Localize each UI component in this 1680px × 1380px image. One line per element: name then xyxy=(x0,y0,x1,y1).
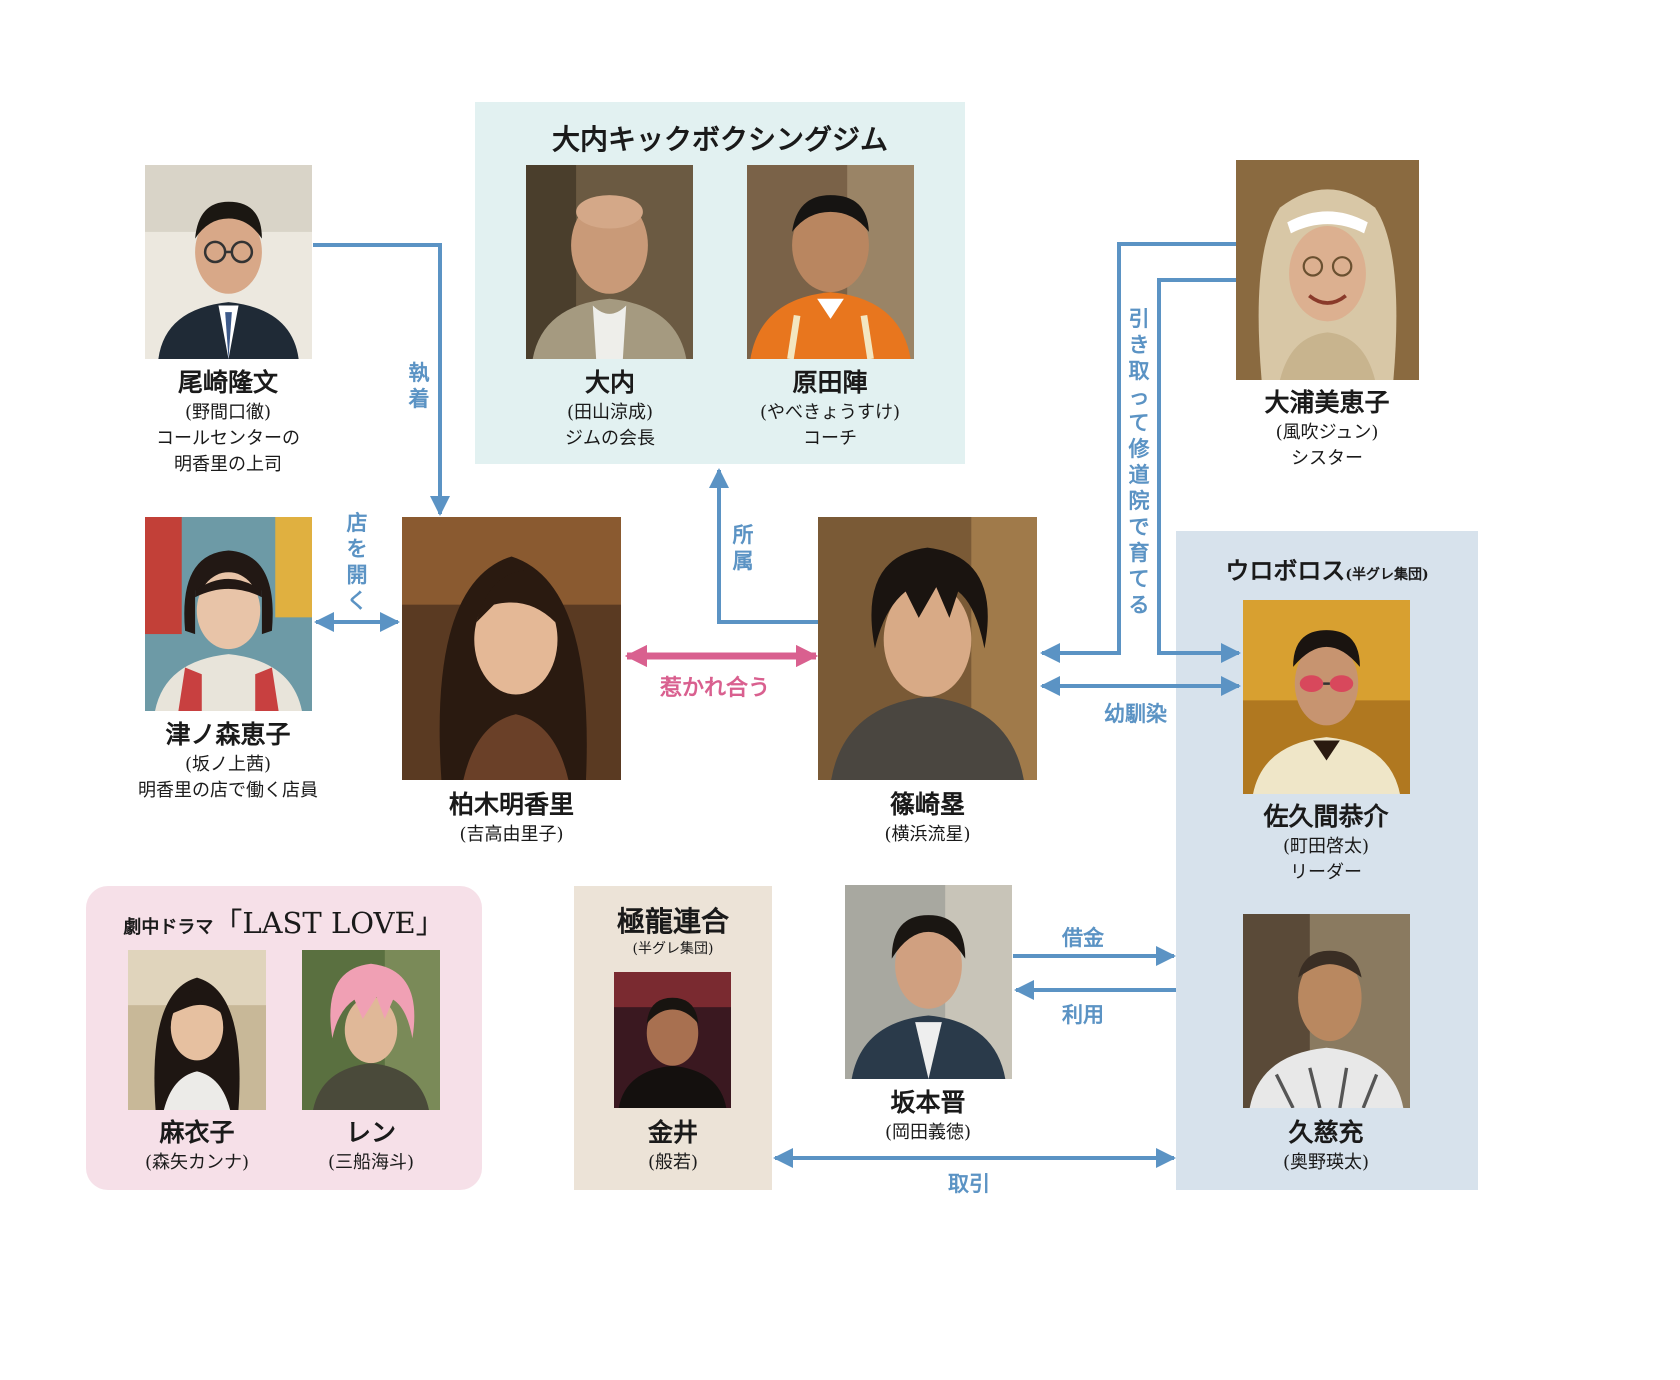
group-drama-name: 「LAST LOVE」 xyxy=(213,906,445,940)
name-maiko: 麻衣子 xyxy=(159,1118,235,1147)
name-kuji: 久慈充 xyxy=(1288,1118,1364,1147)
caption-maiko: 麻衣子 (森矢カンナ) xyxy=(108,1116,286,1176)
caption-oura: 大浦美恵子 (風吹ジュン) シスター xyxy=(1217,386,1437,472)
actor-ozaki: (野間口徹) xyxy=(184,402,272,423)
name-tsunomori: 津ノ森恵子 xyxy=(165,720,291,749)
caption-shinozaki: 篠崎塁 (横浜流星) xyxy=(818,788,1037,848)
photo-shinozaki xyxy=(818,517,1037,780)
person-pinkhair-icon xyxy=(302,950,440,1110)
label-hikareau: 惹かれ合う xyxy=(660,676,771,701)
role-ozaki-line2: 明香里の上司 xyxy=(174,454,282,475)
photo-tsunomori xyxy=(145,517,312,711)
group-drama-prefix: 劇中ドラマ xyxy=(123,917,214,938)
actor-kuji: (奥野瑛太) xyxy=(1282,1152,1370,1173)
name-kanai: 金井 xyxy=(647,1118,698,1147)
group-gokuryu-tag: (半グレ集団) xyxy=(632,941,714,957)
label-shakkin: 借金 xyxy=(1062,926,1104,950)
person-longhair-icon xyxy=(402,517,621,780)
arrow-hikitotte-shinozaki xyxy=(1040,242,1236,663)
label-osananajimi: 幼馴染 xyxy=(1104,702,1167,726)
actor-sakamoto: (岡田義徳) xyxy=(884,1122,972,1143)
label-hikitotte: 引き取って修道院で育てる xyxy=(1128,307,1150,617)
group-gym-title: 大内キックボクシングジム xyxy=(551,123,888,156)
group-drama-title: 劇中ドラマ「LAST LOVE」 xyxy=(86,900,482,942)
person-shaggy-icon xyxy=(818,517,1037,780)
caption-ren: レン (三船海斗) xyxy=(282,1116,460,1176)
name-shinozaki: 篠崎塁 xyxy=(889,790,965,819)
photo-kashiwagi xyxy=(402,517,621,780)
photo-sakuma xyxy=(1243,600,1410,794)
label-shuchaku: 執着 xyxy=(408,361,430,411)
caption-tsunomori: 津ノ森恵子 (坂ノ上茜) 明香里の店で働く店員 xyxy=(108,718,348,804)
photo-oura xyxy=(1236,160,1419,380)
actor-ouchi: (田山涼成) xyxy=(566,402,654,423)
role-sakuma: リーダー xyxy=(1290,862,1362,883)
actor-maiko: (森矢カンナ) xyxy=(144,1152,250,1173)
actor-shinozaki: (横浜流星) xyxy=(884,824,971,845)
person-bob-icon xyxy=(145,517,312,711)
role-ouchi: ジムの会長 xyxy=(565,428,655,449)
caption-ouchi: 大内 (田山涼成) ジムの会長 xyxy=(500,366,720,452)
person-sunglasses-icon xyxy=(1243,600,1410,794)
name-ozaki: 尾崎隆文 xyxy=(177,368,278,397)
photo-sakamoto xyxy=(845,885,1012,1079)
actor-tsunomori: (坂ノ上茜) xyxy=(184,754,272,775)
photo-harada xyxy=(747,165,914,359)
actor-oura: (風吹ジュン) xyxy=(1275,422,1379,443)
caption-harada: 原田陣 (やべきょうすけ) コーチ xyxy=(720,366,940,452)
actor-harada: (やべきょうすけ) xyxy=(759,402,901,423)
name-kashiwagi: 柏木明香里 xyxy=(448,790,574,819)
label-shozoku: 所属 xyxy=(732,523,754,573)
name-ouchi: 大内 xyxy=(584,368,635,397)
caption-kanai: 金井 (般若) xyxy=(574,1116,772,1176)
photo-kanai xyxy=(614,972,731,1108)
arrow-shuchaku xyxy=(313,243,450,516)
label-riyou: 利用 xyxy=(1062,1003,1104,1027)
person-nun-icon xyxy=(1236,160,1419,380)
role-harada: コーチ xyxy=(803,428,857,449)
person-buzz-icon xyxy=(1243,914,1410,1108)
photo-ouchi xyxy=(526,165,693,359)
caption-ozaki: 尾崎隆文 (野間口徹) コールセンターの 明香里の上司 xyxy=(118,366,338,478)
person-coach-icon xyxy=(747,165,914,359)
actor-kanai: (般若) xyxy=(647,1152,699,1173)
group-ouroboros-title: ウロボロス(半グレ集団) xyxy=(1176,551,1478,586)
label-torihiki: 取引 xyxy=(948,1172,990,1196)
arrow-hikitotte-sakuma xyxy=(1157,278,1241,663)
name-oura: 大浦美恵子 xyxy=(1264,388,1390,417)
person-woman-icon xyxy=(128,950,266,1110)
actor-kashiwagi: (吉高由里子) xyxy=(459,824,564,845)
caption-kuji: 久慈充 (奥野瑛太) xyxy=(1216,1116,1436,1176)
photo-maiko xyxy=(128,950,266,1110)
name-sakamoto: 坂本晋 xyxy=(890,1088,966,1117)
name-sakuma: 佐久間恭介 xyxy=(1263,802,1389,831)
photo-ren xyxy=(302,950,440,1110)
label-mise: 店を開く xyxy=(346,511,368,613)
person-bald-icon xyxy=(526,165,693,359)
caption-kashiwagi: 柏木明香里 (吉高由里子) xyxy=(402,788,621,848)
person-glasses-icon xyxy=(145,165,312,359)
role-tsunomori: 明香里の店で働く店員 xyxy=(138,780,318,801)
actor-sakuma: (町田啓太) xyxy=(1282,836,1370,857)
caption-sakamoto: 坂本晋 (岡田義徳) xyxy=(818,1086,1038,1146)
photo-ozaki xyxy=(145,165,312,359)
role-ozaki-line1: コールセンターの xyxy=(156,428,300,449)
photo-kuji xyxy=(1243,914,1410,1108)
name-harada: 原田陣 xyxy=(792,368,868,397)
name-ren: レン xyxy=(345,1118,396,1147)
caption-sakuma: 佐久間恭介 (町田啓太) リーダー xyxy=(1216,800,1436,886)
actor-ren: (三船海斗) xyxy=(327,1152,415,1173)
person-dark-icon xyxy=(614,972,731,1108)
role-oura: シスター xyxy=(1291,448,1363,469)
group-gokuryu-title: 極龍連合 xyxy=(616,905,729,938)
group-ouroboros-tag: (半グレ集団) xyxy=(1345,567,1429,583)
arrow-shozoku xyxy=(709,468,818,624)
group-ouroboros-name: ウロボロス xyxy=(1225,556,1346,585)
person-jacket-icon xyxy=(845,885,1012,1079)
